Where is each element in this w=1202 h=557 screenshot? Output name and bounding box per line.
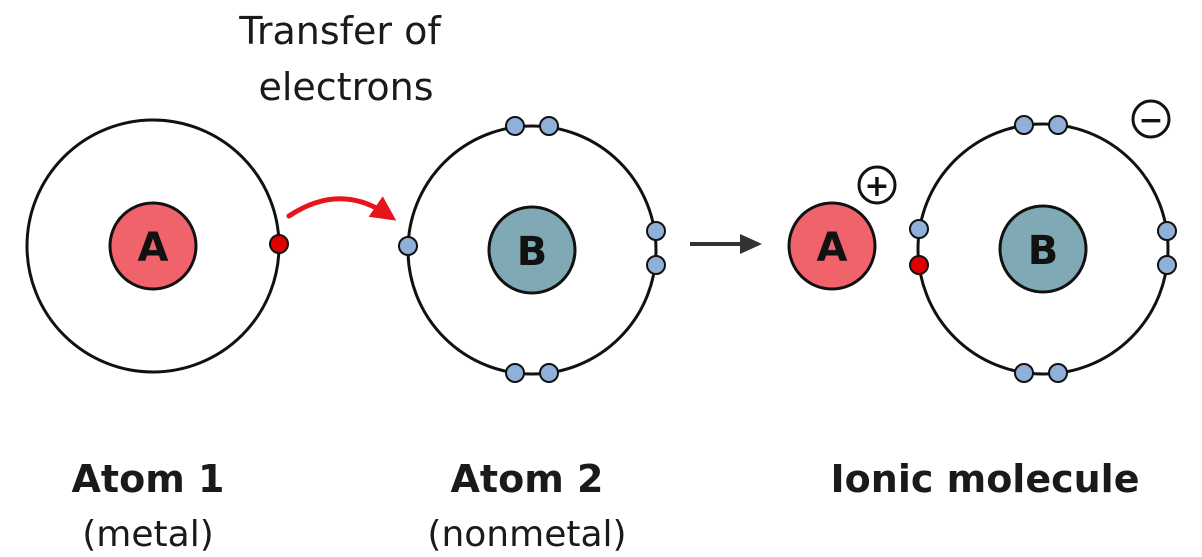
atom-1: A — [25, 118, 289, 374]
electron — [539, 363, 559, 383]
transferring-electron — [269, 234, 289, 254]
anion-charge-sign: − — [1138, 103, 1163, 138]
minus-charge-icon — [1131, 99, 1171, 139]
electron — [909, 219, 929, 239]
electron — [398, 236, 418, 256]
electron — [1157, 255, 1177, 275]
anion-nucleus — [998, 204, 1088, 294]
transfer-label-line1: Transfer of — [238, 9, 442, 53]
atom-1-nucleus-label: A — [138, 225, 169, 271]
electron — [1048, 363, 1068, 383]
atom-2-title: Atom 2 — [451, 457, 604, 501]
atom-2-nucleus — [487, 205, 577, 295]
cation-charge-sign: + — [864, 169, 889, 204]
atom-1-subtitle: (metal) — [82, 514, 213, 555]
electron — [646, 255, 666, 275]
transferred-electron — [909, 255, 929, 275]
electron — [646, 221, 666, 241]
cation-nucleus-label: A — [817, 225, 848, 271]
anion: B − — [909, 99, 1177, 383]
electron — [539, 116, 559, 136]
electron — [1014, 115, 1034, 135]
atom-2-subtitle: (nonmetal) — [427, 514, 626, 555]
cation-nucleus — [787, 201, 877, 291]
anion-shell — [916, 122, 1170, 376]
electron — [1157, 221, 1177, 241]
plus-charge-icon — [857, 165, 897, 205]
ionic-molecule-title: Ionic molecule — [831, 457, 1140, 501]
atom-2: B — [398, 116, 666, 383]
electron — [505, 363, 525, 383]
electron — [1048, 115, 1068, 135]
atom-1-nucleus — [108, 201, 198, 291]
transfer-arrow — [286, 196, 397, 221]
cation: A + — [787, 165, 897, 291]
transfer-label-line2: electrons — [258, 65, 433, 109]
electron — [505, 116, 525, 136]
anion-nucleus-label: B — [1028, 228, 1059, 274]
atom-2-nucleus-label: B — [517, 229, 548, 275]
reaction-arrow-head — [740, 234, 762, 254]
atom-1-title: Atom 1 — [72, 457, 225, 501]
electron — [1014, 363, 1034, 383]
reaction-arrow — [690, 234, 762, 254]
